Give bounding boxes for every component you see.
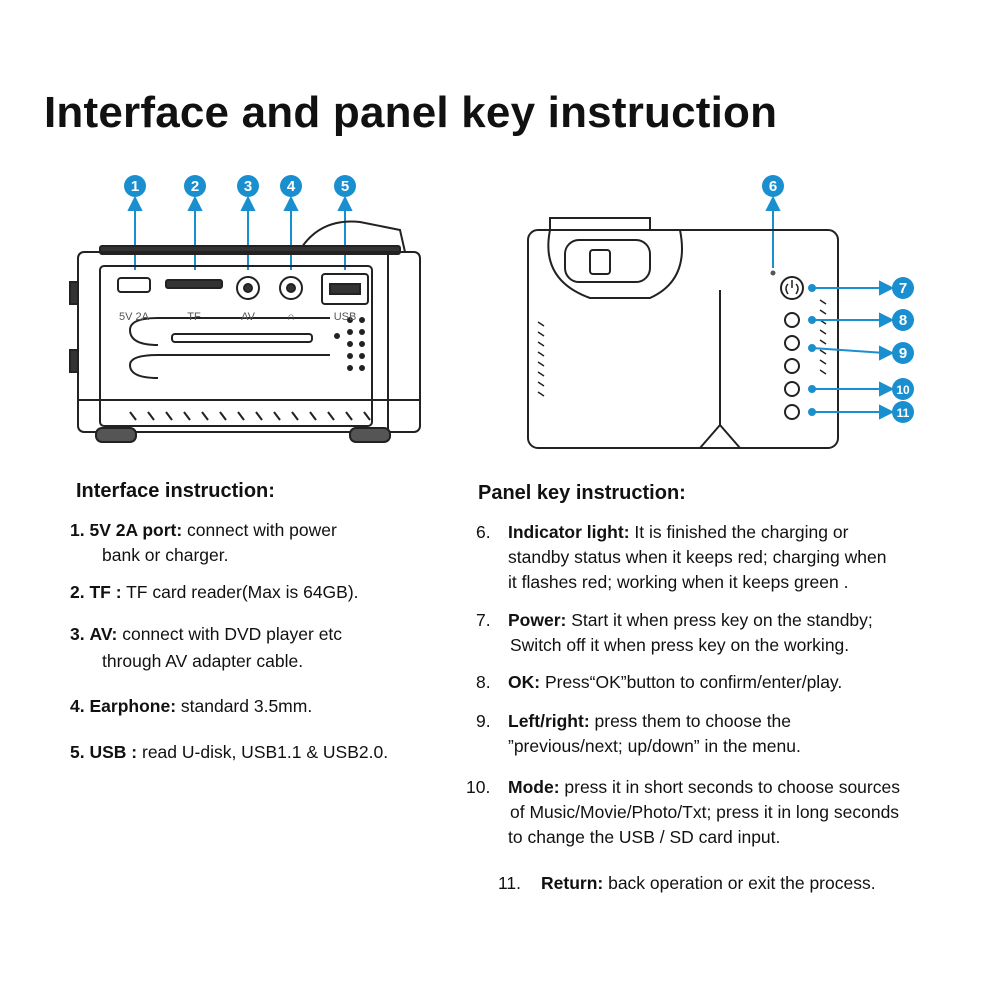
panel-item-11: 11.Return: back operation or exit the pr… (498, 873, 876, 893)
callout-7-icon: 7 (892, 277, 914, 299)
svg-text:8: 8 (899, 312, 907, 329)
callout-11-icon: 11 (892, 401, 914, 423)
svg-text:5: 5 (341, 178, 349, 195)
callout-1-icon: 1 (124, 175, 146, 197)
svg-text:4: 4 (287, 178, 296, 195)
callout-5-icon: 5 (334, 175, 356, 197)
svg-text:9: 9 (899, 345, 907, 362)
callout-3-icon: 3 (237, 175, 259, 197)
callout-8-icon: 8 (892, 309, 914, 331)
interface-item-5: 5. USB : read U-disk, USB1.1 & USB2.0. (70, 742, 389, 762)
projector-top-diagram: 6 7 (527, 175, 914, 449)
svg-text:11: 11 (897, 406, 910, 420)
port-label-power: 5V 2A (119, 311, 150, 323)
port-label-earphone: ∩ (287, 311, 295, 323)
interface-item-4: 4. Earphone: standard 3.5mm. (70, 696, 313, 716)
panel-item-10: 10.Mode: press it in short seconds to ch… (466, 777, 900, 847)
callout-2-icon: 2 (184, 175, 206, 197)
panel-item-8: 8.OK: Press“OK”button to confirm/enter/p… (476, 672, 843, 692)
panel-item-7: 7.Power: Start it when press key on the … (476, 610, 873, 655)
svg-text:6: 6 (769, 178, 777, 195)
svg-text:1: 1 (131, 178, 139, 195)
port-label-usb: USB (334, 311, 357, 323)
callout-4-icon: 4 (280, 175, 302, 197)
panel-item-6: 6.Indicator light: It is finished the ch… (476, 522, 887, 592)
callout-9-icon: 9 (892, 342, 914, 364)
svg-text:2: 2 (191, 178, 199, 195)
interface-item-2: 2. TF : TF card reader(Max is 64GB). (70, 582, 359, 602)
interface-heading: Interface instruction: (76, 480, 275, 502)
port-label-av: AV (241, 311, 256, 323)
panel-heading: Panel key instruction: (478, 482, 686, 504)
port-label-tf: TF (187, 311, 201, 323)
svg-text:7: 7 (899, 280, 907, 297)
projector-side-diagram: 1 2 3 4 5 (69, 175, 421, 443)
callout-10-icon: 10 (892, 378, 914, 400)
interface-item-3: 3. AV: connect with DVD player etc throu… (70, 624, 343, 671)
panel-item-9: 9.Left/right: press them to choose the ”… (476, 711, 801, 756)
page-title: Interface and panel key instruction (44, 88, 778, 137)
callout-6-icon: 6 (762, 175, 784, 197)
svg-text:10: 10 (896, 383, 910, 397)
interface-item-1: 1. 5V 2A port: connect with power bank o… (70, 520, 337, 565)
svg-text:3: 3 (244, 178, 252, 195)
